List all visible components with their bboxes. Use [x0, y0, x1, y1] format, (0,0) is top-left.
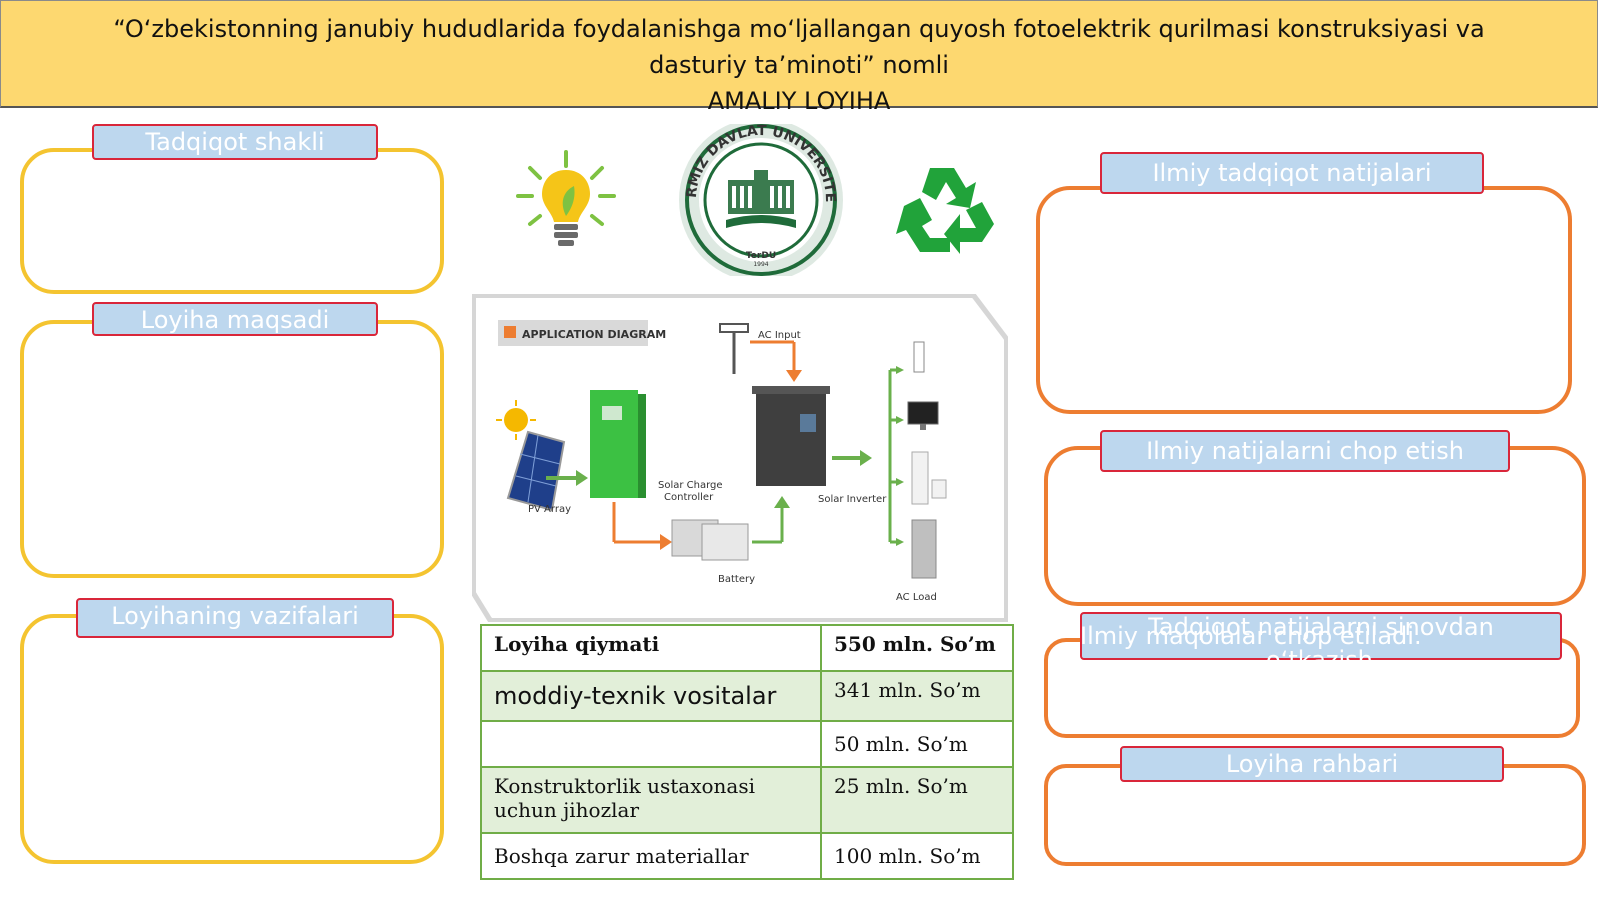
- cost-value: 550 mln. So’m: [820, 624, 1014, 672]
- table-row: Konstruktorlik ustaxonasi uchun jihozlar…: [480, 766, 1014, 834]
- project-goal-box: [20, 320, 444, 578]
- table-row: moddiy-texnik vositalar 341 mln. So’m: [480, 670, 1014, 722]
- project-goal-label: Loyiha maqsadi: [92, 302, 378, 336]
- cost-label: Konstruktorlik ustaxonasi uchun jihozlar: [480, 766, 822, 834]
- ac-input-label: AC Input: [758, 330, 801, 341]
- project-tasks-label: Loyihaning vazifalari: [76, 598, 394, 638]
- research-results-label: Ilmiy tadqiqot natijalari: [1100, 152, 1484, 194]
- title-banner: “O‘zbekistonning janubiy hududlarida foy…: [0, 0, 1598, 115]
- application-diagram: APPLICATION DIAGRAM PV Array Solar Charg…: [476, 298, 1004, 618]
- cost-label: [480, 720, 822, 768]
- cost-value: 25 mln. So’m: [820, 766, 1014, 834]
- cost-label: Boshqa zarur materiallar: [480, 832, 822, 880]
- pv-array-label: PV Array: [528, 504, 571, 515]
- recycle-icon: [896, 168, 994, 254]
- title-line-1: “O‘zbekistonning janubiy hududlarida foy…: [113, 15, 1485, 43]
- title-line-3: AMALIY LOYIHA: [707, 87, 891, 115]
- table-row: 50 mln. So’m: [480, 720, 1014, 768]
- cost-value: 100 mln. So’m: [820, 832, 1014, 880]
- testing-label-line-1: Tadqiqot natijalarni sinovdan: [1148, 613, 1494, 641]
- logo-abbr: TerDU: [746, 251, 776, 261]
- ac-load-label: AC Load: [896, 592, 937, 603]
- diagram-title: APPLICATION DIAGRAM: [522, 328, 666, 341]
- cost-label: moddiy-texnik vositalar: [480, 670, 822, 722]
- controller-label-1: Solar Charge: [658, 480, 723, 491]
- table-row: Boshqa zarur materiallar 100 mln. So’m: [480, 832, 1014, 880]
- research-form-label: Tadqiqot shakli: [92, 124, 378, 160]
- testing-label-line-2: o‘tkazish: [1266, 646, 1373, 674]
- publishing-label: Ilmiy natijalarni chop etish: [1100, 430, 1510, 472]
- cost-value: 50 mln. So’m: [820, 720, 1014, 768]
- logo-year: 1994: [753, 261, 768, 268]
- battery-label: Battery: [718, 574, 755, 585]
- university-logo: TERMIZ DAVLAT UNIVERSITETI TerDU 1994: [676, 124, 843, 276]
- title-line-2: dasturiy ta’minoti” nomli: [649, 51, 949, 79]
- supervisor-label: Loyiha rahbari: [1120, 746, 1504, 782]
- cost-label: Loyiha qiymati: [480, 624, 822, 672]
- cost-table: Loyiha qiymati 550 mln. So’m moddiy-texn…: [480, 624, 1014, 880]
- testing-label: Tadqiqot natijalarni sinovdan: [1080, 612, 1562, 660]
- cost-value: 341 mln. So’m: [820, 670, 1014, 722]
- table-row: Loyiha qiymati 550 mln. So’m: [480, 624, 1014, 672]
- published-articles-text: Ilmiy maqolalar chop etiladi.: [1080, 622, 1422, 650]
- research-results-box: [1036, 186, 1572, 414]
- research-form-box: [20, 148, 444, 294]
- project-tasks-box: [20, 614, 444, 864]
- lightbulb-icon: [516, 150, 616, 246]
- inverter-label: Solar Inverter: [818, 494, 887, 505]
- controller-label-2: Controller: [664, 492, 714, 503]
